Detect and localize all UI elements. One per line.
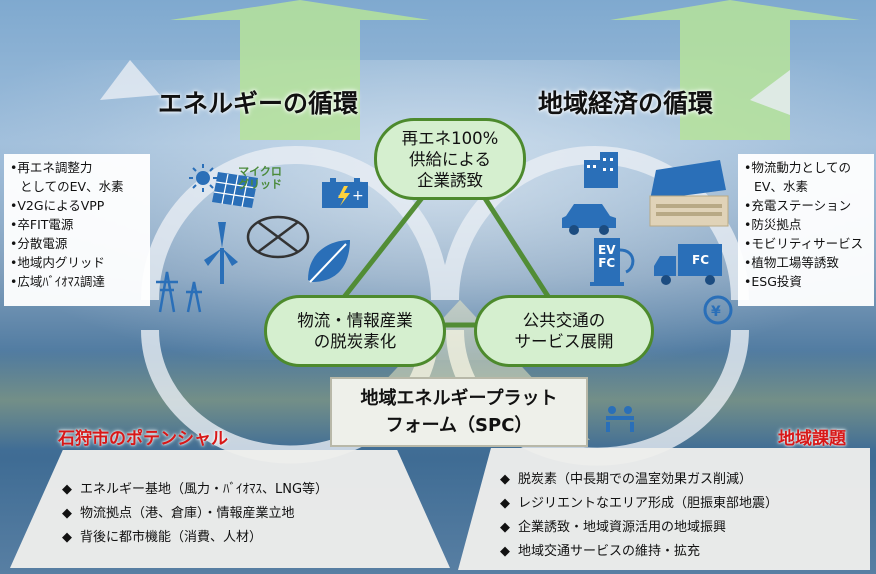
hub-public-transport: 公共交通の サービス展開 [474,295,654,367]
truck-icon [654,244,722,285]
issues-panel: ◆脱炭素（中長期での温室効果ガス削減） ◆レジリエントなエリア形成（胆振東部地震… [458,448,870,570]
yen-cycle-icon: ¥ [703,295,733,325]
right-up-arrow [610,0,860,140]
list-item: •充電ステーション [744,198,852,213]
list-item: •ESG投資 [744,274,802,289]
right-cycle-arrow [441,146,749,301]
list-item: •卒FIT電源 [10,217,74,232]
potential-panel: ◆エネルギー基地（風力・ﾊﾞｲｵﾏｽ、LNG等） ◆物流拠点（港、倉庫）・情報産… [10,450,450,568]
list-item: ◆エネルギー基地（風力・ﾊﾞｲｵﾏｽ、LNG等） [62,482,329,497]
spc-platform-box: 地域エネルギープラット フォーム（SPC） [330,377,588,447]
list-item: •分散電源 [10,236,68,251]
list-item: ◆企業誘致・地域資源活用の地域振興 [500,520,727,535]
list-item: ◆地域交通サービスの維持・拡充 [500,544,701,559]
list-item: •防災拠点 [744,217,802,232]
list-item: •再エネ調整力 [10,160,93,175]
left-up-arrow [170,0,430,140]
battery-icon: - + [322,178,368,208]
list-item: ◆レジリエントなエリア形成（胆振東部地震） [500,496,779,511]
right-cycle-head [750,70,790,115]
energy-cycle-heading: エネルギーの循環 [158,89,359,118]
list-item: •物流動力としての [744,160,851,175]
economy-cycle-heading: 地域経済の循環 [538,89,714,118]
hub-corporate-attraction: 再エネ100% 供給による 企業誘致 [374,118,526,200]
list-item: ◆背後に都市機能（消費、人材） [62,530,263,545]
list-item: •広域ﾊﾞｲｵﾏｽ調達 [10,274,105,289]
sun-icon [189,164,217,192]
list-item: •モビリティサービス [744,236,864,251]
hub-logistics-decarbonization: 物流・情報産業 の脱炭素化 [264,295,446,367]
left-cycle-head [100,60,160,100]
car-icon [562,204,616,235]
list-item: •植物工場等誘致 [744,255,839,270]
microgrid-label: マイクロ グリッド [238,165,282,191]
wind-turbine-icon [204,222,238,284]
ev-fc-label: EV FC [598,243,616,270]
ev-charger-icon [590,238,635,286]
power-tower-icon [156,271,202,313]
list-item: ◆物流拠点（港、倉庫）・情報産業立地 [62,506,295,521]
solar-panel-icon [212,172,258,208]
list-item: EV、水素 [754,179,808,194]
left-cycle-arrow [141,146,449,301]
list-item: •V2GによるVPP [10,198,105,213]
microgrid-symbol-icon [246,215,310,259]
list-item: ◆脱炭素（中長期での温室効果ガス削減） [500,472,753,487]
potential-label: 石狩市のポテンシャル [58,429,228,449]
list-item: としてのEV、水素 [20,179,124,194]
svg-text:¥: ¥ [711,304,721,320]
meeting-icon [606,406,634,432]
svg-text:+: + [352,188,364,204]
list-item: •地域内グリッド [10,255,105,270]
energy-measures-list: •再エネ調整力 としてのEV、水素 •V2GによるVPP •卒FIT電源 •分散… [4,154,150,306]
economy-measures-list: •物流動力としての EV、水素 •充電ステーション •防災拠点 •モビリティサー… [738,154,874,306]
factory-solar-icon [649,160,729,227]
issues-label: 地域課題 [778,429,846,449]
leaf-icon [308,240,350,283]
truck-fc-label: FC [692,253,710,267]
building-icon [584,152,618,188]
